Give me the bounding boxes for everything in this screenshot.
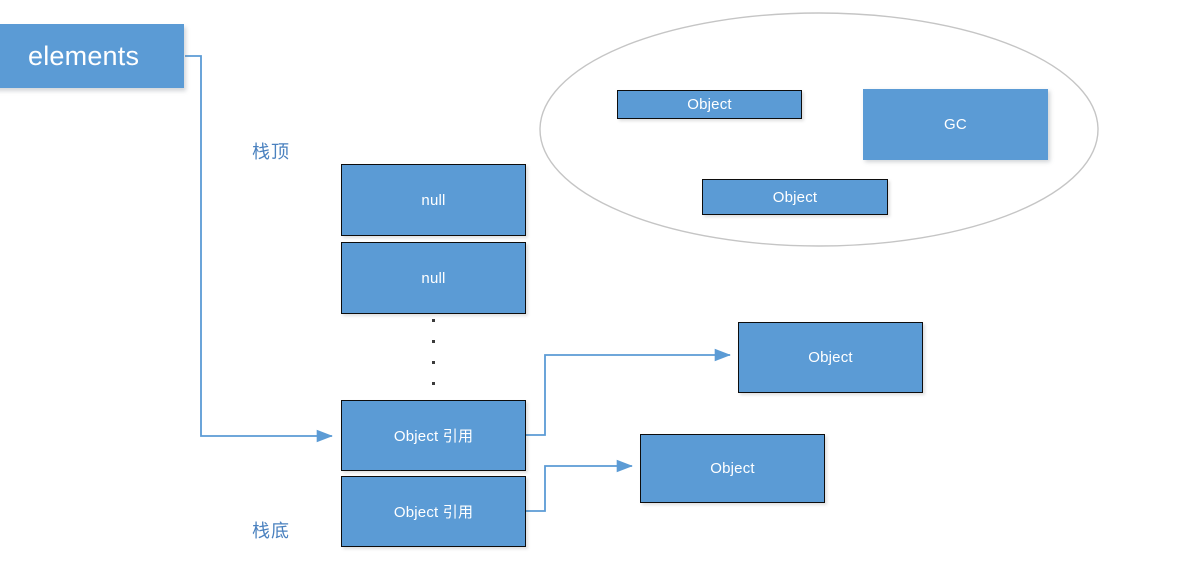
ellipsis-dots bbox=[425, 319, 441, 403]
referenced-object-label: Object bbox=[710, 460, 755, 477]
heap-ellipse bbox=[539, 12, 1099, 247]
stack-bottom-label: 栈底 bbox=[252, 521, 290, 541]
heap-object-1[interactable]: Object bbox=[617, 90, 802, 119]
gc-box[interactable]: GC bbox=[863, 89, 1048, 160]
heap-object-2[interactable]: Object bbox=[702, 179, 888, 215]
stack-slot-null-2[interactable]: null bbox=[341, 242, 526, 314]
referenced-object-1[interactable]: Object bbox=[738, 322, 923, 393]
ellipsis-dot bbox=[431, 361, 435, 364]
stack-slot-label: Object 引用 bbox=[393, 504, 474, 521]
connector-elements-to-slot3 bbox=[185, 55, 333, 443]
stack-top-label: 栈顶 bbox=[252, 142, 290, 162]
stack-slot-label: null bbox=[421, 191, 446, 209]
stack-slot-label: Object 引用 bbox=[393, 428, 474, 445]
heap-object-label: Object bbox=[772, 188, 818, 206]
heap-object-label: Object bbox=[687, 96, 732, 113]
ellipsis-dot bbox=[431, 340, 435, 343]
ellipsis-dot bbox=[431, 319, 435, 322]
stack-slot-label: null bbox=[421, 269, 446, 287]
stack-slot-null-1[interactable]: null bbox=[341, 164, 526, 236]
gc-box-label: GC bbox=[944, 116, 967, 133]
ellipsis-dot bbox=[431, 382, 435, 385]
connector-slot4-to-object2 bbox=[526, 459, 633, 512]
stack-slot-object-ref-1[interactable]: Object 引用 bbox=[341, 400, 526, 471]
connector-slot3-to-object1 bbox=[526, 348, 731, 436]
referenced-object-label: Object bbox=[808, 349, 853, 366]
elements-box-label: elements bbox=[28, 40, 140, 71]
stack-slot-object-ref-2[interactable]: Object 引用 bbox=[341, 476, 526, 547]
elements-box[interactable]: elements bbox=[0, 24, 184, 88]
referenced-object-2[interactable]: Object bbox=[640, 434, 825, 503]
